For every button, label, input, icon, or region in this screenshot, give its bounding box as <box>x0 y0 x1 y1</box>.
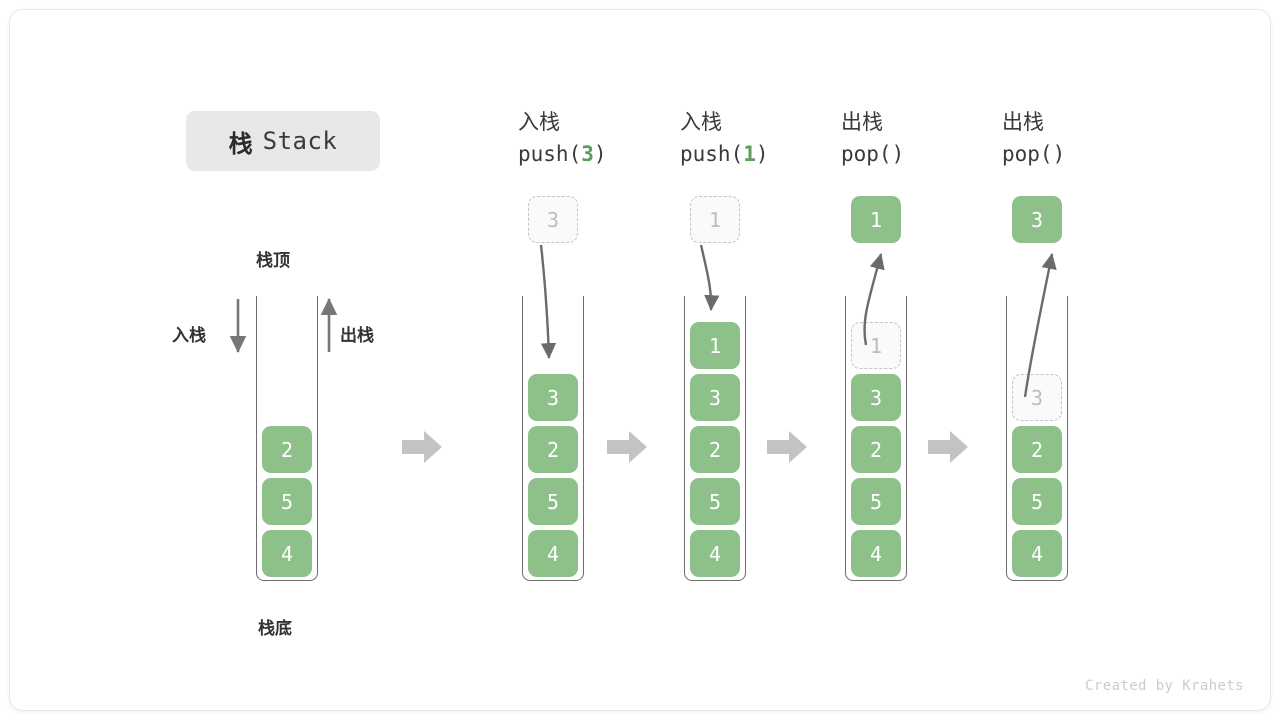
step-arrow-4 <box>926 428 970 466</box>
stack-container-push-3 <box>522 296 584 581</box>
stack-container-initial <box>256 296 318 581</box>
code-prefix: pop( <box>1002 142 1053 166</box>
stack-container-pop-1 <box>845 296 907 581</box>
stack-container-pop-3 <box>1006 296 1068 581</box>
code-prefix: pop( <box>841 142 892 166</box>
column-header-pop-3: 出栈 pop() <box>1002 108 1192 170</box>
stack-cell-ghost: 3 <box>1012 374 1062 421</box>
stack-cell: 4 <box>262 530 312 577</box>
column-header-code: pop() <box>1002 138 1192 170</box>
column-header-title: 入栈 <box>680 111 722 134</box>
stack-cell: 5 <box>690 478 740 525</box>
stack-cell: 4 <box>690 530 740 577</box>
step-arrow-2 <box>605 428 649 466</box>
label-stack-bottom: 栈底 <box>258 619 292 638</box>
column-header-title: 入栈 <box>518 111 560 134</box>
stack-cell: 4 <box>528 530 578 577</box>
incoming-element-push-3: 3 <box>528 196 578 243</box>
stack-container-push-1 <box>684 296 746 581</box>
label-stack-top: 栈顶 <box>256 251 290 270</box>
stack-cell: 5 <box>851 478 901 525</box>
label-push-direction: 入栈 <box>172 326 206 345</box>
column-header-code: push(1) <box>680 138 870 170</box>
code-suffix: ) <box>755 142 769 166</box>
step-arrow-3 <box>765 428 809 466</box>
column-header-push-3: 入栈 push(3) <box>518 108 708 170</box>
stack-cell: 2 <box>262 426 312 473</box>
stack-cell-ghost: 1 <box>851 322 901 369</box>
label-pop-direction: 出栈 <box>340 326 374 345</box>
title-en: Stack <box>262 127 338 155</box>
code-suffix: ) <box>1052 142 1066 166</box>
popped-element-pop-1: 1 <box>851 196 901 243</box>
column-header-code: pop() <box>841 138 1031 170</box>
stack-cell: 1 <box>690 322 740 369</box>
stack-cell: 2 <box>851 426 901 473</box>
stack-cell: 4 <box>851 530 901 577</box>
stack-cell: 3 <box>528 374 578 421</box>
column-header-title: 出栈 <box>1002 111 1044 134</box>
stack-cell: 5 <box>528 478 578 525</box>
column-header-title: 出栈 <box>841 111 883 134</box>
stack-cell: 4 <box>1012 530 1062 577</box>
stack-cell: 2 <box>690 426 740 473</box>
code-prefix: push( <box>680 142 744 166</box>
stack-cell: 3 <box>851 374 901 421</box>
stack-cell: 3 <box>690 374 740 421</box>
column-header-pop-1: 出栈 pop() <box>841 108 1031 170</box>
stack-cell: 2 <box>528 426 578 473</box>
step-arrow-1 <box>400 428 444 466</box>
incoming-element-push-1: 1 <box>690 196 740 243</box>
title-badge: 栈 Stack <box>186 111 380 171</box>
stack-cell: 5 <box>262 478 312 525</box>
code-prefix: push( <box>518 142 582 166</box>
stack-cell: 2 <box>1012 426 1062 473</box>
column-header-push-1: 入栈 push(1) <box>680 108 870 170</box>
popped-element-pop-3: 3 <box>1012 196 1062 243</box>
title-cn: 栈 <box>228 130 253 158</box>
code-suffix: ) <box>891 142 905 166</box>
code-argument: 3 <box>581 142 594 166</box>
code-suffix: ) <box>593 142 607 166</box>
column-header-code: push(3) <box>518 138 708 170</box>
code-argument: 1 <box>743 142 756 166</box>
stack-cell: 5 <box>1012 478 1062 525</box>
watermark: Created by Krahets <box>1085 678 1244 694</box>
